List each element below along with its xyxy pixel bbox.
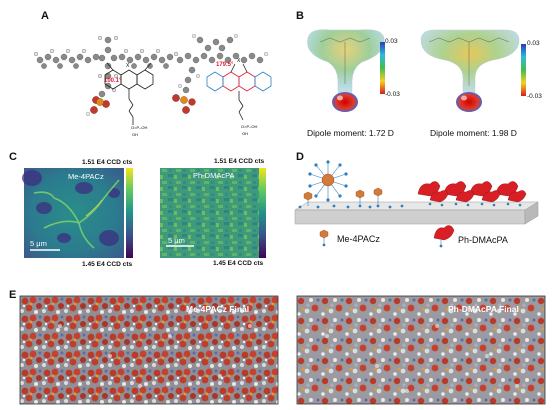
esp-colorbar-right-min: -0.03	[527, 93, 542, 100]
svg-text:O=P–OH: O=P–OH	[241, 124, 257, 129]
md-snapshot-ph-dmacpa	[296, 295, 546, 405]
esp-map-me4pacz	[307, 29, 385, 112]
svg-text:X: X	[126, 63, 130, 69]
angle-label-left: 100.1°	[104, 78, 122, 84]
pl-label-ph-dmacpa: Ph-DMAcPA	[193, 171, 235, 180]
legend-ph-dmacpa-icon	[433, 225, 455, 248]
scalebar-label-left: 5 μm	[30, 239, 47, 248]
ccd-min-right: 1.45 E4 CCD cts	[213, 260, 264, 267]
substrate-schematic	[294, 160, 539, 248]
pl-map-me4pacz	[22, 168, 124, 258]
legend-label-ph-dmacpa: Ph-DMAcPA	[458, 235, 508, 245]
md-snapshot-me4pacz	[19, 295, 279, 405]
angle-label-right: 179.5°	[216, 62, 234, 68]
md-title-ph-dmacpa: Ph-DMAcPA Final	[448, 304, 519, 314]
ccd-max-left: 1.51 E4 CCD cts	[82, 159, 133, 166]
pl-colorbar-left	[126, 168, 133, 258]
esp-colorbar-left	[380, 42, 385, 94]
panel-b-letter: B	[296, 10, 304, 22]
panel-c-letter: C	[9, 151, 17, 163]
esp-colorbar-right-max: 0.03	[527, 40, 540, 47]
pl-colorbar-right	[259, 168, 266, 258]
dipole-moment-left: Dipole moment: 1.72 D	[307, 128, 394, 138]
dipole-moment-right: Dipole moment: 1.98 D	[430, 128, 517, 138]
md-title-me4pacz: Me-4PACz Final	[186, 304, 250, 314]
ccd-max-right: 1.51 E4 CCD cts	[214, 158, 265, 165]
esp-map-ph-dmacpa	[420, 29, 520, 112]
svg-text:X: X	[237, 58, 241, 64]
me4pacz-aggregate	[298, 160, 404, 209]
ccd-min-left: 1.45 E4 CCD cts	[82, 261, 133, 268]
svg-text:OH: OH	[242, 131, 248, 136]
panel-e-letter: E	[9, 289, 17, 301]
oh-label: OH	[132, 132, 138, 137]
svg-text:O=P–OH: O=P–OH	[131, 125, 147, 130]
ph-dmacpa-monolayer	[417, 181, 527, 203]
me4pacz-chemical-structure: X O=P–OH OH	[104, 62, 154, 137]
esp-colorbar-left-max: 0.03	[385, 38, 398, 45]
pl-map-ph-dmacpa	[160, 168, 260, 258]
panel-d-letter: D	[296, 151, 304, 163]
pl-label-me4pacz: Me-4PACz	[68, 172, 104, 181]
panel-a-letter: A	[41, 10, 49, 22]
legend-label-me4pacz: Me-4PACz	[337, 234, 380, 244]
esp-colorbar-right	[521, 44, 526, 96]
scalebar-label-right: 5 μm	[168, 236, 185, 245]
me4pacz-3d-structure: 100.1°	[33, 35, 178, 116]
esp-colorbar-left-min: -0.03	[385, 91, 400, 98]
legend-me4pacz-icon	[319, 229, 329, 247]
ph-dmacpa-3d-structure: 179.5°	[172, 34, 268, 114]
ph-dmacpa-chemical-structure: X O=P–OH OH	[206, 58, 272, 136]
